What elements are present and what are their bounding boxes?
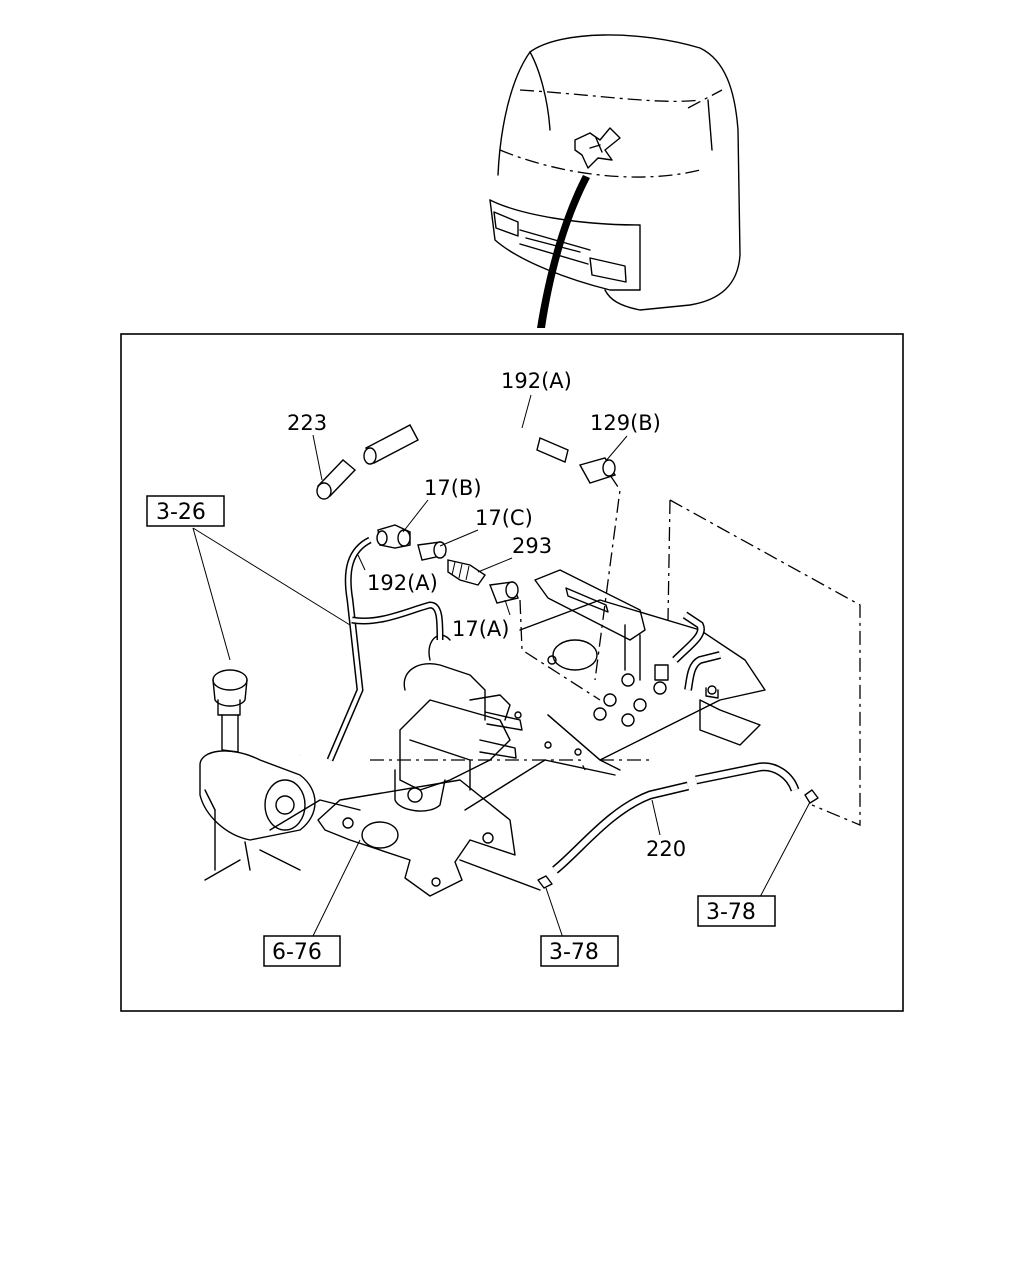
- reference-6-76-text: 6-76: [272, 940, 322, 965]
- label-293: 293: [512, 534, 552, 558]
- label-192a-mid: 192(A): [367, 571, 438, 595]
- part-192a-short-hose: [536, 437, 569, 463]
- label-17c: 17(C): [475, 506, 533, 530]
- fitting-cluster: [593, 664, 669, 727]
- part-17a-nut: [489, 581, 519, 604]
- air-compressor-assembly: [199, 669, 361, 881]
- label-129b: 129(B): [590, 411, 661, 435]
- hose-right-bend: [672, 611, 721, 691]
- part-293-connector: [447, 559, 486, 586]
- reference-box-3-26[interactable]: 3-26: [146, 495, 225, 527]
- mounting-bracket: [519, 569, 766, 771]
- hose-220: [552, 762, 800, 874]
- detail-frame: [120, 333, 904, 1012]
- label-223: 223: [287, 411, 327, 435]
- reference-box-3-78-right[interactable]: 3-78: [697, 895, 776, 927]
- reference-box-6-76[interactable]: 6-76: [263, 935, 341, 967]
- central-valve-assembly: [394, 634, 582, 812]
- part-223-hose-pieces: [316, 424, 419, 500]
- truck-cab-illustration: [489, 34, 741, 328]
- part-129b-fitting: [578, 457, 617, 484]
- reference-3-78-right-text: 3-78: [706, 900, 756, 925]
- label-220: 220: [646, 837, 686, 861]
- label-192a-top: 192(A): [501, 369, 572, 393]
- base-bracket: [317, 759, 616, 897]
- part-17b-elbow: [376, 524, 411, 549]
- reference-box-3-78-bottom[interactable]: 3-78: [540, 935, 619, 967]
- reference-3-78-bottom-text: 3-78: [549, 940, 599, 965]
- clip-3-78: [537, 789, 819, 889]
- label-17b: 17(B): [424, 476, 482, 500]
- part-17c-nut: [417, 541, 447, 561]
- reference-3-26-text: 3-26: [156, 500, 206, 525]
- label-17a: 17(A): [452, 617, 509, 641]
- leader-lines: [192, 394, 811, 939]
- hose-192a-mid: [326, 536, 444, 762]
